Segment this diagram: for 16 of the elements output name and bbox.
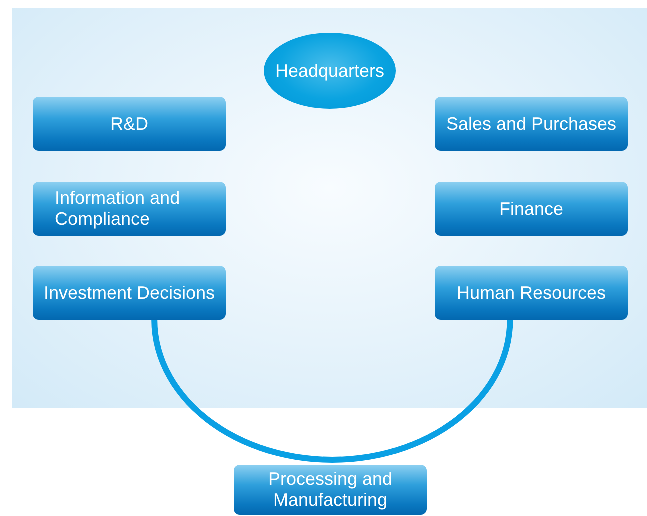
node-label: Investment Decisions bbox=[44, 282, 216, 304]
department-box bbox=[435, 97, 628, 151]
department-box bbox=[33, 182, 226, 236]
arc-connector bbox=[152, 320, 514, 463]
node-label: Processing and Manufacturing bbox=[267, 469, 394, 511]
node-label: R&D bbox=[110, 114, 148, 134]
department-box bbox=[435, 266, 628, 320]
department-box bbox=[33, 266, 226, 320]
node-label: Headquarters bbox=[275, 60, 385, 82]
department-box bbox=[435, 182, 628, 236]
node-label: Information and Compliance bbox=[55, 188, 182, 230]
node-label: Human Resources bbox=[456, 282, 606, 304]
node-label: Sales and Purchases bbox=[446, 114, 617, 134]
department-box bbox=[33, 97, 226, 151]
node-label: Finance bbox=[499, 198, 564, 220]
department-box bbox=[234, 465, 427, 515]
